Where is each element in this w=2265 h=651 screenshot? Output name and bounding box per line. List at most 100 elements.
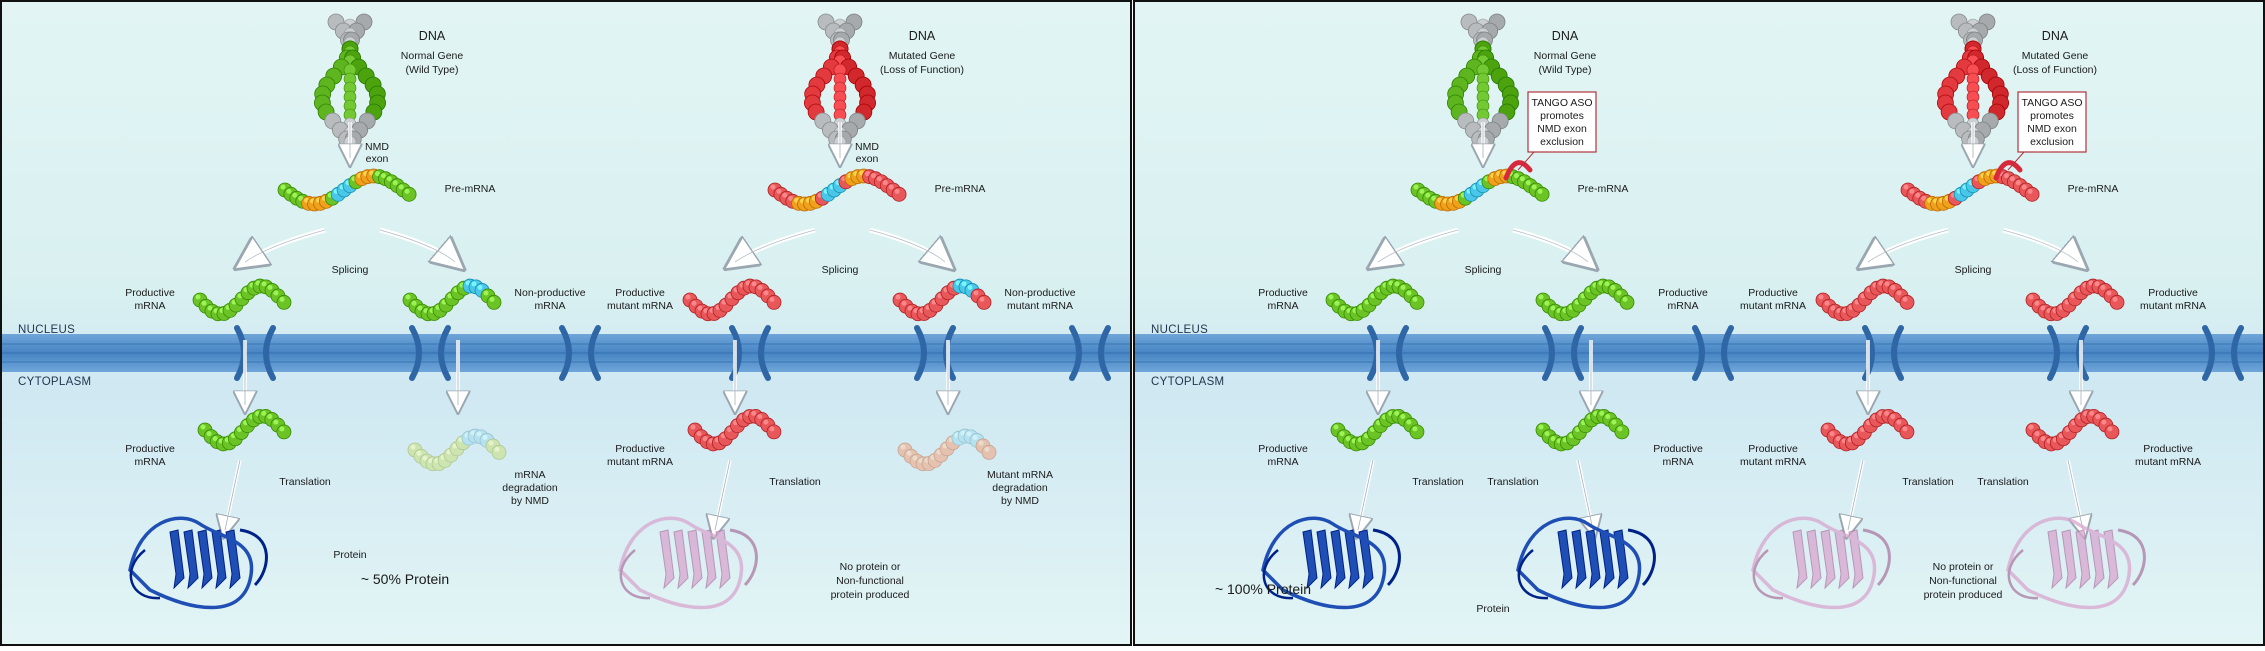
cytoplasmic-mrna (1535, 408, 1630, 452)
flow-arrow-outline (224, 459, 241, 531)
pre-mrna (1410, 168, 1550, 212)
translation-label: Translation (1977, 476, 2029, 488)
nucleotide-highlight (1550, 305, 1556, 311)
nucleotide-highlight (1830, 305, 1836, 311)
protein-label: Protein (333, 549, 366, 561)
mrna-label: mutant mRNA (2135, 456, 2201, 468)
nucleotide-highlight (488, 440, 494, 446)
nucleotide-highlight (1610, 284, 1616, 290)
panel-frame (0, 0, 1132, 646)
nucleotide-highlight (757, 413, 763, 419)
nucleotide (2024, 186, 2040, 202)
beta-sheet (197, 529, 213, 590)
dna-helix (1446, 13, 1520, 149)
nucleotide-highlight (870, 173, 876, 179)
aso-callout-text: promotes (1540, 110, 1584, 122)
nucleotide-highlight (212, 436, 218, 442)
nucleotide-highlight (1328, 294, 1334, 300)
protein-loop (1516, 516, 1642, 610)
dna-helix (313, 13, 387, 149)
translation-label: Translation (1412, 476, 1464, 488)
flow-arrow-outline (1847, 459, 1864, 531)
nucleus-label: NUCLEUS (18, 324, 75, 336)
nuclear-pore (2202, 325, 2215, 381)
aso-callout-text: TANGO ASO (2021, 97, 2082, 109)
nonproductive-mrna (402, 278, 502, 322)
nucleotide-highlight (1431, 195, 1437, 201)
nucleotide-highlight (751, 410, 757, 416)
nucleotide-highlight (392, 180, 398, 186)
beta-sheet (1302, 529, 1318, 590)
mrna-label: mutant mRNA (1740, 300, 1806, 312)
nucleotide-highlight (279, 426, 285, 432)
cytoplasm-label: CYTOPLASM (18, 376, 91, 388)
nucleotide-highlight (685, 294, 691, 300)
aso-callout-text: exclusion (1540, 136, 1584, 148)
nucleotide-highlight (398, 184, 404, 190)
mrna-label: mutant mRNA (1007, 300, 1073, 312)
protein-outcome-label: No protein or (1933, 561, 1994, 573)
protein-loop (1752, 549, 1784, 600)
mrna-label: Non-productive (1004, 287, 1075, 299)
nucleotide-highlight (2009, 176, 2015, 182)
nucleotide-highlight (1909, 188, 1915, 194)
nucleotide-highlight (782, 192, 788, 198)
premrna-label: Pre-mRNA (1578, 183, 1629, 195)
beta-sheet (1834, 529, 1850, 590)
aso-callout-box (1527, 91, 1597, 153)
beta-sheet (2103, 529, 2119, 590)
beta-sheet (211, 529, 227, 590)
nucleotide-highlight (1538, 294, 1544, 300)
beta-sheet (169, 529, 185, 590)
nucleotide-highlight (1617, 426, 1623, 432)
gene-name: Normal Gene (1534, 50, 1597, 62)
splicing-arrow-outline (1512, 229, 1589, 263)
nucleotide-highlight (261, 281, 267, 287)
degradation-label: degradation (992, 482, 1048, 494)
nucleotide-highlight (2089, 410, 2095, 416)
gene-name: Mutated Gene (2022, 50, 2089, 62)
nucleotide-highlight (2028, 294, 2034, 300)
nmd-exon-label: exon (856, 153, 879, 165)
nucleotide-highlight (882, 180, 888, 186)
beta-sheet (2075, 529, 2091, 590)
translation-label: Translation (1487, 476, 1539, 488)
nuclear-pore (2076, 325, 2089, 381)
mrna-label: Productive (615, 443, 665, 455)
nmd-exon-label: NMD (365, 141, 389, 153)
nucleotide-highlight (1413, 184, 1419, 190)
beta-sheet (2061, 529, 2077, 590)
nucleotide-highlight (477, 284, 483, 290)
nucleotide-highlight (901, 300, 907, 306)
protein-loop (1372, 528, 1401, 587)
nucleotide-highlight (2028, 424, 2034, 430)
nucleotide-highlight (267, 284, 273, 290)
nuclear-pore (1571, 325, 1584, 381)
protein-loop (1751, 516, 1877, 610)
nucleotide-highlight (690, 424, 696, 430)
nucleotide-highlight (1544, 431, 1550, 437)
translation-label: Translation (1902, 476, 1954, 488)
nucleotide-highlight (195, 294, 201, 300)
nucleotide-highlight (298, 195, 304, 201)
nuclear-pore (1692, 325, 1705, 381)
nucleotide (766, 424, 782, 440)
nucleotide-highlight (1519, 176, 1525, 182)
mrna-label: mRNA (135, 456, 166, 468)
nucleotide-highlight (967, 284, 973, 290)
nucleotide-highlight (961, 281, 967, 287)
flow-arrow-outline (1577, 459, 1594, 531)
beta-sheet (715, 529, 731, 590)
gene-type: (Loss of Function) (880, 64, 964, 76)
nucleotide-highlight (1394, 281, 1400, 287)
nucleotide-highlight (2021, 184, 2027, 190)
mrna-label: Productive (1258, 443, 1308, 455)
nucleotide-highlight (763, 290, 769, 296)
protein-loop (1862, 528, 1891, 587)
nonfunctional-protein (1751, 516, 1891, 610)
nucleotide-highlight (1622, 296, 1628, 302)
nmd-exon-label: NMD (855, 141, 879, 153)
translation-label: Translation (279, 476, 331, 488)
